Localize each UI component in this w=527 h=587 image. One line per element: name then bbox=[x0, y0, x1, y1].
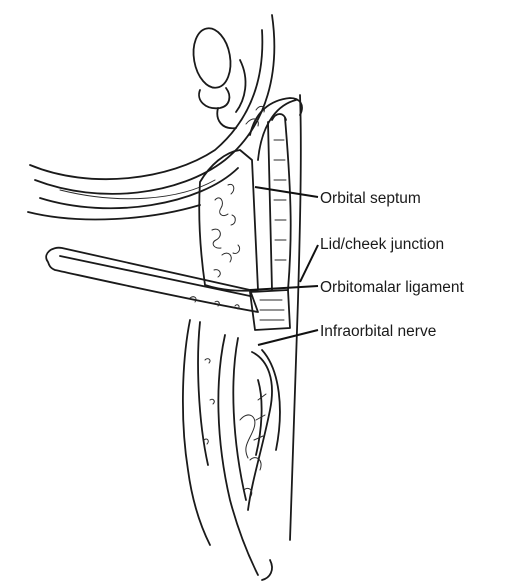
globe-outline bbox=[28, 15, 274, 219]
orbitomalar-ligament-block bbox=[250, 290, 290, 330]
label-orbitomalar-ligament: Orbitomalar ligament bbox=[320, 279, 465, 296]
cheek-maxilla bbox=[183, 320, 280, 580]
orbital-floor bbox=[46, 248, 258, 312]
orbital-fat bbox=[199, 150, 258, 291]
upper-loop-structure bbox=[189, 25, 245, 128]
leader-orbital-septum bbox=[255, 187, 318, 197]
label-infraorbital-nerve: Infraorbital nerve bbox=[320, 323, 436, 340]
label-lid-cheek-junction: Lid/cheek junction bbox=[320, 236, 444, 253]
label-orbital-septum: Orbital septum bbox=[320, 190, 421, 207]
leader-lid-cheek-junction bbox=[300, 245, 318, 282]
leader-lines bbox=[250, 187, 318, 345]
leader-infraorbital-nerve bbox=[258, 330, 318, 345]
